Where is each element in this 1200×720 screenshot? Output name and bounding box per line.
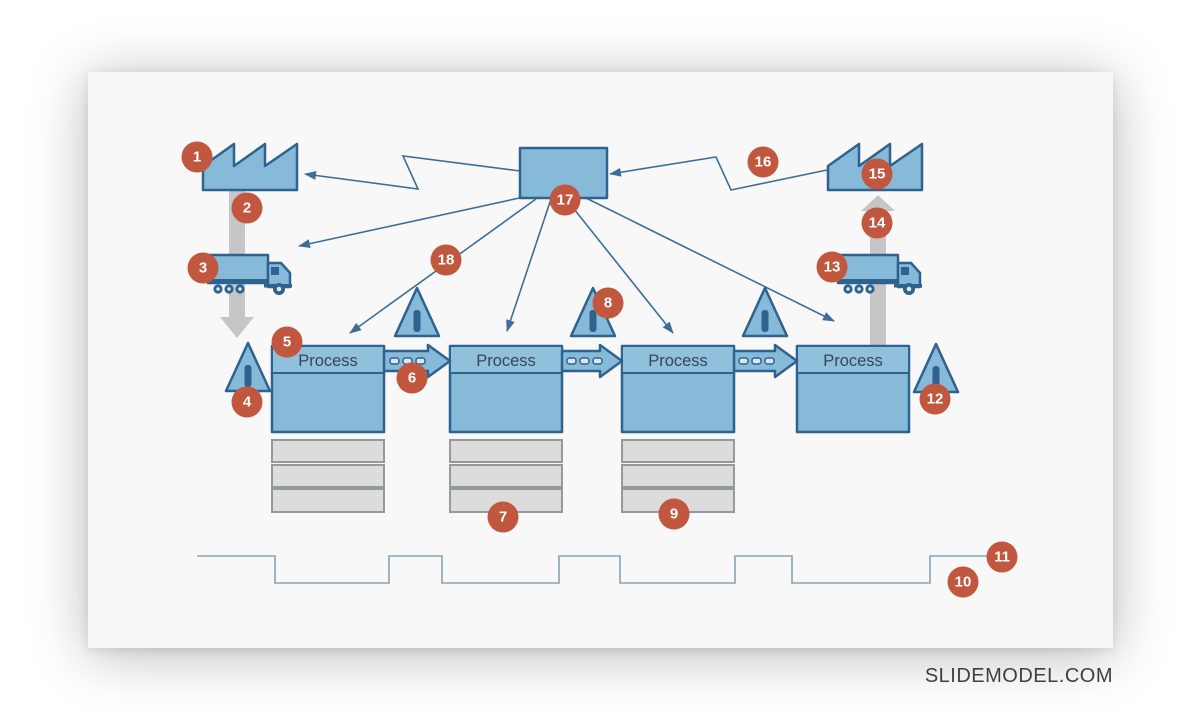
process-box-4: Process [795, 344, 911, 434]
marker-badge-13: 13 [816, 251, 848, 283]
inventory-triangle-icon-4 [741, 286, 789, 338]
watermark: SLIDEMODEL.COM [924, 665, 1113, 687]
truck-icon-outbound [836, 253, 922, 295]
process-box-1: Process [270, 344, 386, 434]
marker-badge-15: 15 [861, 158, 893, 190]
info-arrow-to-inbound-logistics [298, 196, 525, 249]
marker-badge-8: 8 [592, 287, 624, 319]
marker-badge-6: 6 [396, 362, 428, 394]
inventory-triangle-icon-1 [224, 341, 272, 393]
inventory-triangle-icon-2 [393, 286, 441, 338]
info-arrow-to-process-3 [565, 198, 674, 334]
marker-badge-1: 1 [181, 141, 213, 173]
marker-badge-11: 11 [986, 541, 1018, 573]
zigzag-arrow-from-customer [609, 156, 828, 191]
marker-badge-9: 9 [658, 498, 690, 530]
push-arrow-icon-2 [560, 343, 624, 379]
truck-icon-inbound [206, 253, 292, 295]
marker-badge-3: 3 [187, 252, 219, 284]
data-stack-2 [449, 439, 563, 513]
marker-badge-7: 7 [487, 501, 519, 533]
marker-badge-18: 18 [430, 244, 462, 276]
information-arrows [298, 155, 835, 334]
marker-badge-5: 5 [271, 326, 303, 358]
marker-badge-4: 4 [231, 386, 263, 418]
process-4-label: Process [823, 352, 883, 370]
process-2-label: Process [476, 352, 536, 370]
process-1-label: Process [298, 352, 358, 370]
data-stack-1 [271, 439, 385, 513]
push-arrow-icon-3 [732, 343, 799, 379]
marker-badge-2: 2 [231, 192, 263, 224]
marker-badge-14: 14 [861, 207, 893, 239]
data-stack-3 [621, 439, 735, 513]
marker-badge-12: 12 [919, 383, 951, 415]
process-3-label: Process [648, 352, 708, 370]
process-box-2: Process [448, 344, 564, 434]
marker-badge-17: 17 [549, 184, 581, 216]
supplier-factory-icon [201, 142, 299, 192]
info-arrow-to-process-4 [583, 196, 835, 322]
process-box-3: Process [620, 344, 736, 434]
zigzag-arrow-to-supplier [304, 155, 521, 190]
marker-badge-16: 16 [747, 146, 779, 178]
marker-badge-10: 10 [947, 566, 979, 598]
info-arrow-to-process-2 [506, 198, 552, 332]
timeline-ladder-icon [197, 555, 990, 584]
